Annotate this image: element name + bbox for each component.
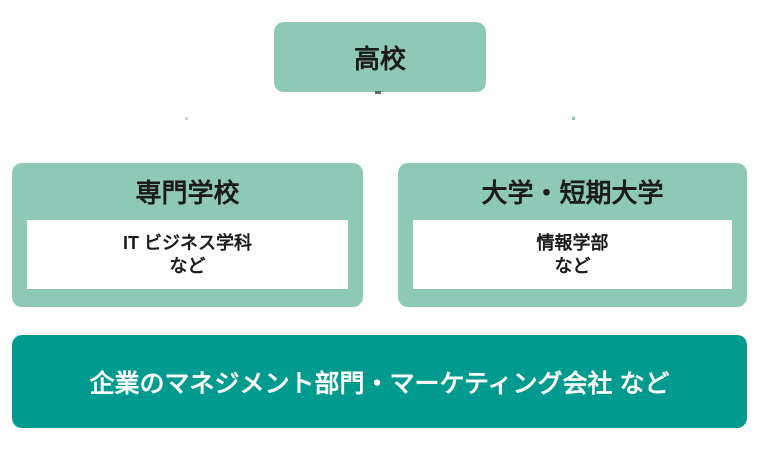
box-university-detail-line2: など	[554, 255, 591, 276]
box-highschool: 高校	[274, 22, 486, 92]
box-vocational-school-detail-line1: IT ビジネス学科	[123, 232, 252, 253]
box-career-destination-label: 企業のマネジメント部門・マーケティング会社 など	[89, 369, 670, 398]
box-university: 大学・短期大学 情報学部 など	[398, 163, 747, 307]
box-vocational-school: 専門学校 IT ビジネス学科 など	[12, 163, 363, 307]
box-vocational-school-title: 専門学校	[135, 178, 240, 208]
box-vocational-school-detail: IT ビジネス学科 など	[27, 220, 348, 289]
box-career-destination: 企業のマネジメント部門・マーケティング会社 など	[12, 335, 747, 428]
connector-remnant-right	[572, 117, 575, 120]
connector-remnant-top	[375, 91, 381, 94]
connector-remnant-left	[185, 117, 188, 120]
box-highschool-label: 高校	[353, 43, 406, 74]
box-vocational-school-detail-line2: など	[169, 255, 206, 276]
box-university-title: 大学・短期大学	[481, 178, 664, 208]
box-university-detail: 情報学部 など	[413, 220, 732, 289]
box-university-detail-line1: 情報学部	[536, 232, 609, 253]
